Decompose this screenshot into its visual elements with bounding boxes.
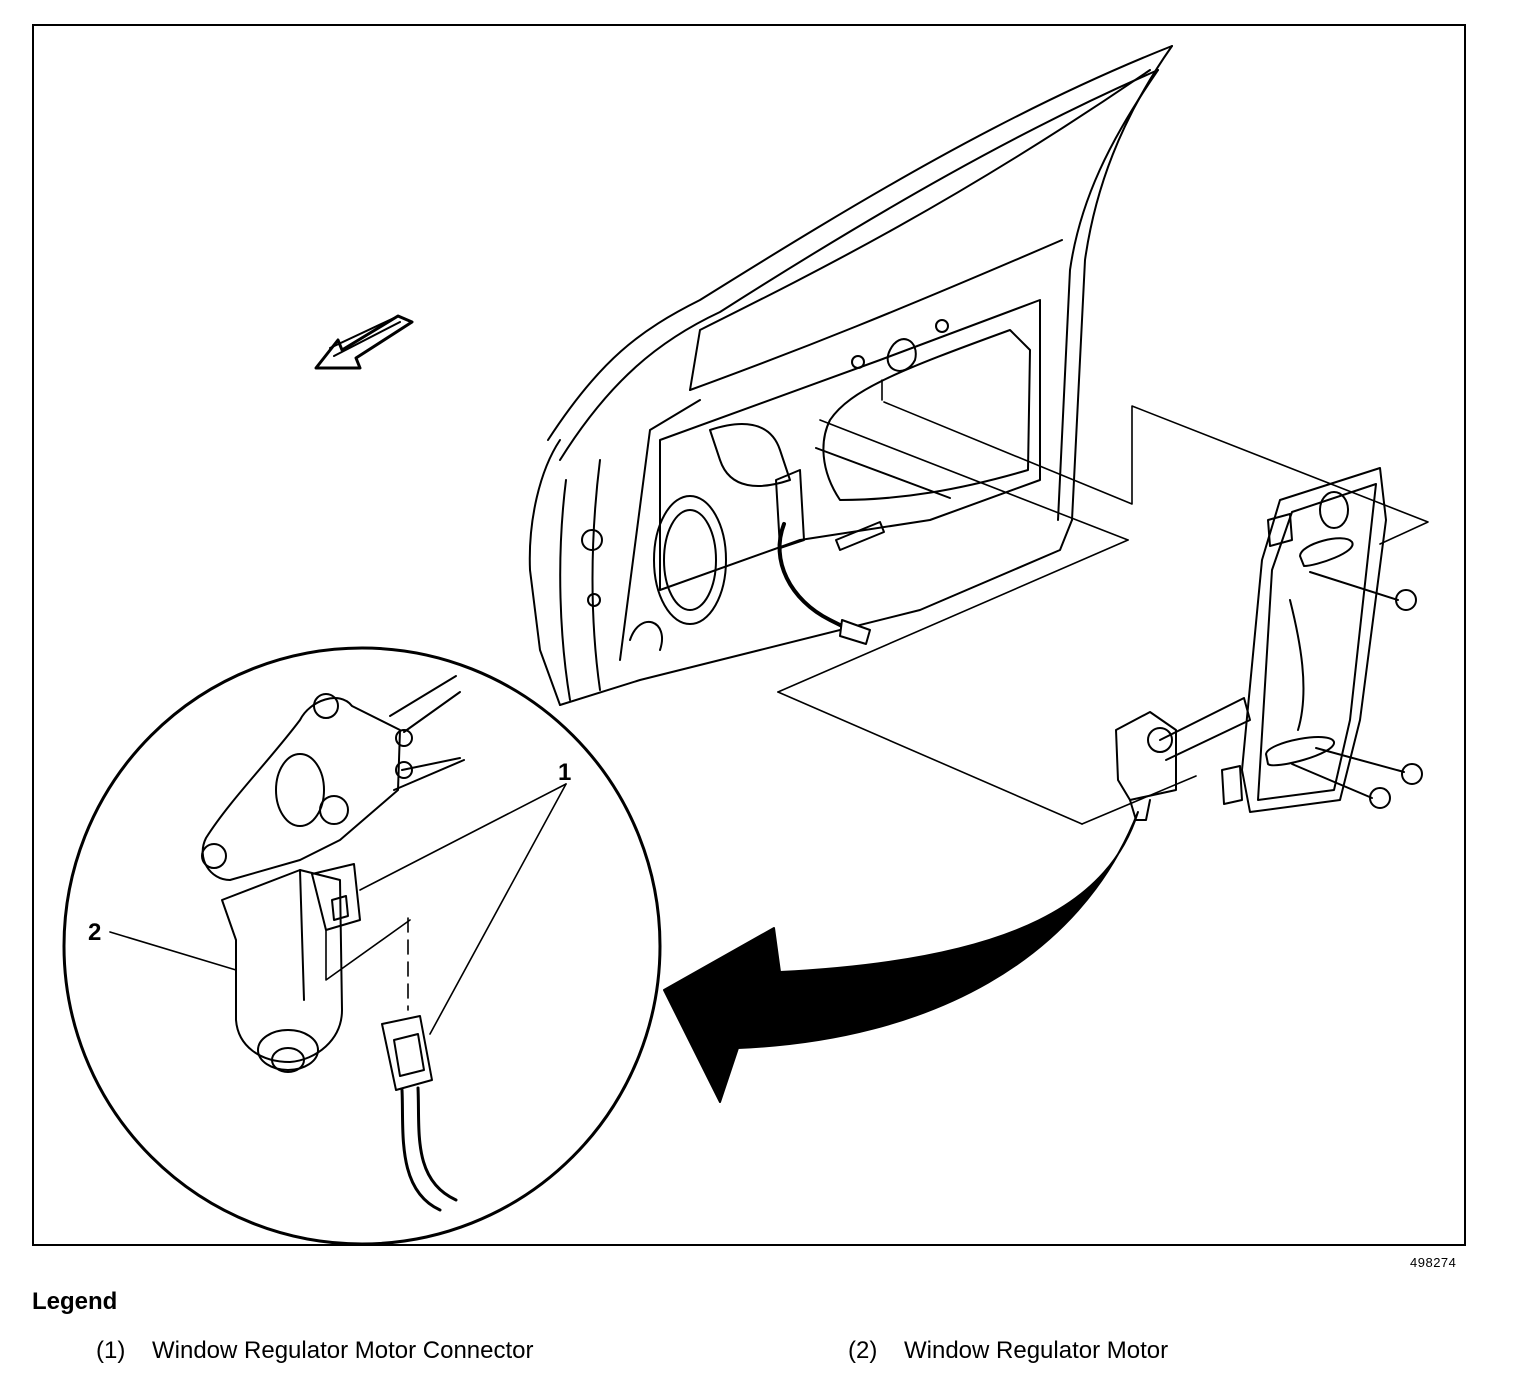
legend-item-label: Window Regulator Motor Connector xyxy=(152,1337,534,1364)
bolt-icon xyxy=(1315,747,1423,785)
legend-item-2: (2) Window Regulator Motor xyxy=(848,1337,1168,1365)
callout-2-label: 2 xyxy=(88,919,101,946)
legend-item-label: Window Regulator Motor xyxy=(904,1337,1169,1364)
bolt-icon xyxy=(1309,571,1417,611)
forward-arrow-icon xyxy=(314,314,414,370)
window-regulator xyxy=(1115,467,1423,821)
legend-item-number: (1) xyxy=(96,1337,126,1364)
legend-item-number: (2) xyxy=(848,1337,878,1364)
projection-lines xyxy=(777,379,1429,825)
figure-id: 498274 xyxy=(1410,1255,1457,1270)
bolt-icon xyxy=(1291,763,1391,809)
harness-connector xyxy=(381,1015,433,1091)
regulator-motor xyxy=(221,869,343,1063)
legend-title: Legend xyxy=(32,1288,118,1315)
diagram-frame xyxy=(32,24,1466,1246)
detail-circle xyxy=(62,646,662,1246)
detail-arrow-icon xyxy=(663,811,1139,1103)
legend-item-1: (1) Window Regulator Motor Connector xyxy=(96,1337,534,1365)
door-shell xyxy=(528,45,1173,706)
callout-1-label: 1 xyxy=(558,759,571,786)
